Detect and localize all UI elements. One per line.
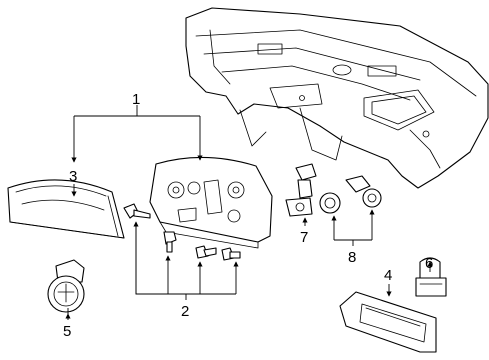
callout-8: 8: [348, 249, 356, 266]
callout-6: 6: [425, 255, 433, 272]
instrument-cluster: [149, 156, 273, 249]
screw-4: [221, 247, 241, 261]
ignition-switch: [285, 163, 317, 217]
callout-2: 2: [181, 303, 189, 320]
callout-7: 7: [300, 229, 308, 246]
callout-3: 3: [69, 168, 77, 185]
callout-1: 1: [132, 91, 140, 108]
leader-lines: [65, 105, 433, 320]
lock-cylinder: [319, 175, 382, 214]
screw-1: [123, 203, 151, 219]
callout-5: 5: [63, 323, 71, 340]
switch-knob: [415, 257, 447, 297]
screw-3: [195, 245, 217, 259]
cluster-lens: [7, 179, 125, 239]
headlamp-switch: [47, 259, 85, 313]
trim-bezel: [339, 291, 437, 353]
callout-4: 4: [384, 267, 392, 284]
instrument-panel-frame: [185, 7, 489, 189]
screw-2: [163, 231, 177, 253]
